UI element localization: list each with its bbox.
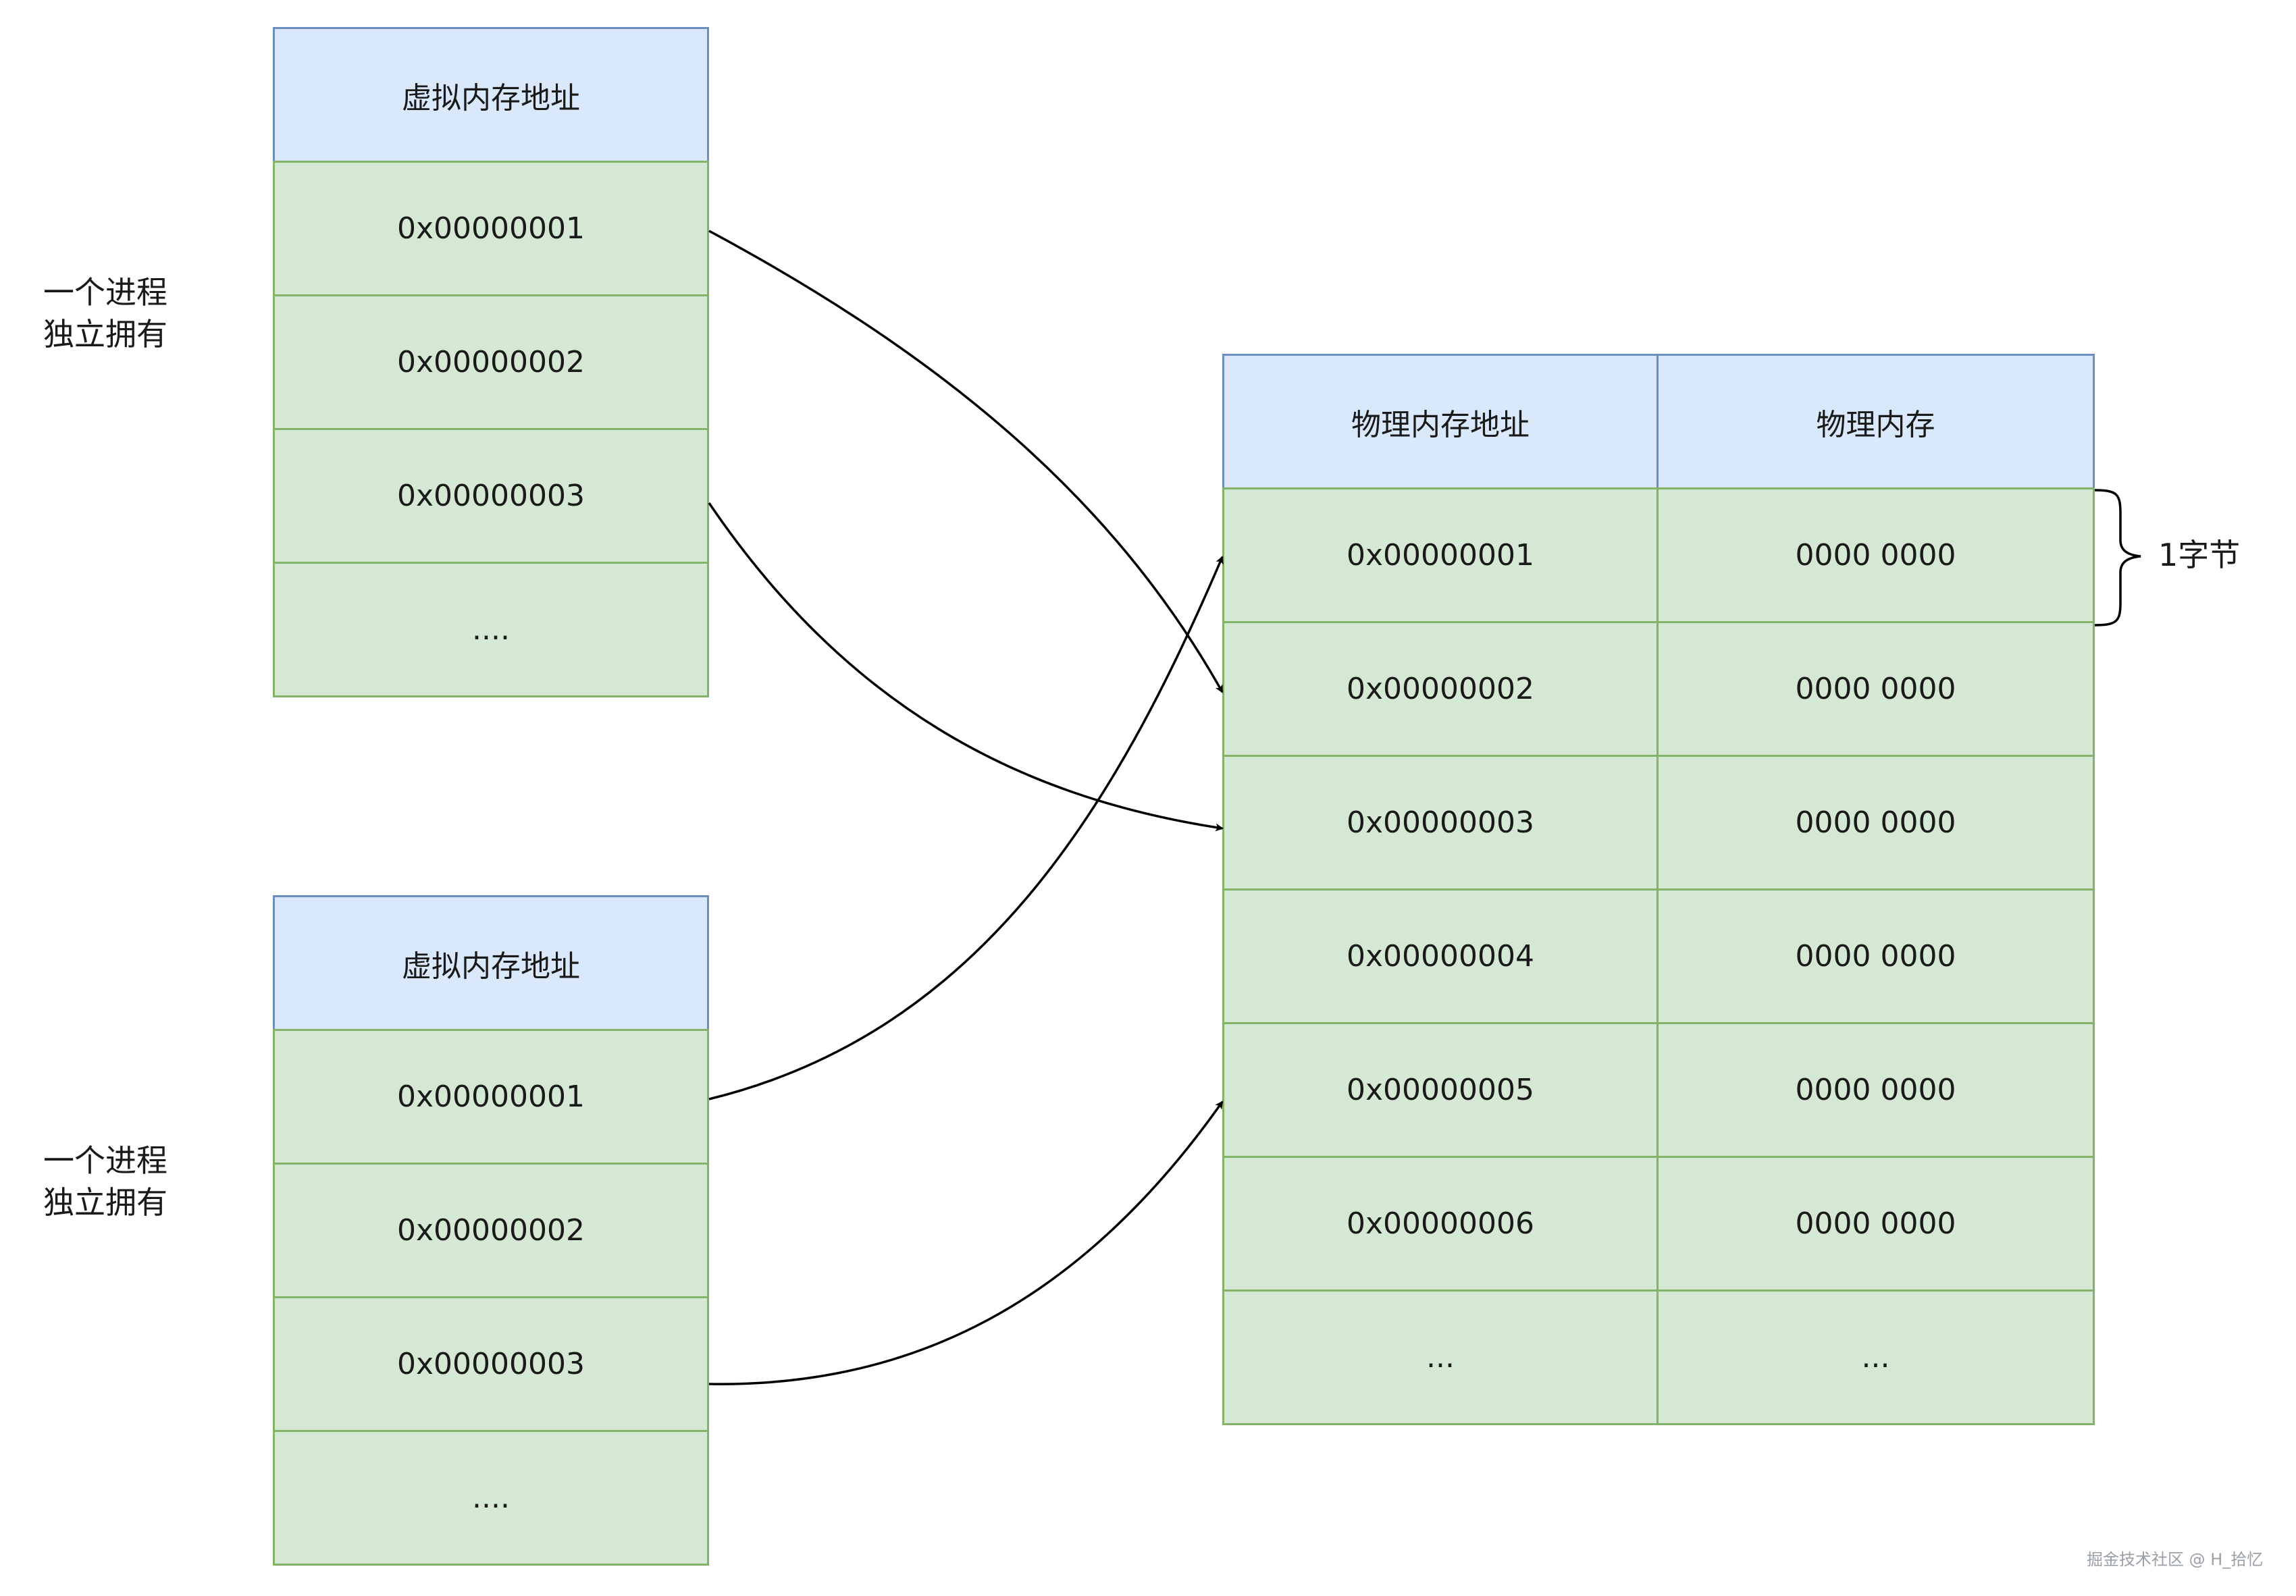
virtual-table-header: 虚拟内存地址 [273,895,709,1031]
physical-memory-cell: 0000 0000 [1656,487,2095,623]
mapping-arrow [708,230,1224,693]
physical-memory-table: 物理内存地址 物理内存 0x00000001 0000 0000 0x00000… [1222,354,2095,1425]
physical-address-cell: 0x00000001 [1222,487,1659,623]
physical-address-cell: 0x00000005 [1222,1022,1659,1158]
physical-memory-cell-ellipsis: ... [1656,1289,2095,1425]
physical-address-cell: 0x00000003 [1222,755,1659,890]
virtual-address-row-ellipsis: .... [273,1430,709,1566]
physical-memory-cell: 0000 0000 [1656,888,2095,1024]
physical-address-cell: 0x00000002 [1222,621,1659,757]
watermark: 掘金技术社区 @ H_拾忆 [2087,1550,2264,1569]
mapping-arrow [708,502,1224,832]
process-label-bottom: 一个进程 独立拥有 [43,1142,167,1221]
mapping-arrow [708,556,1224,1100]
physical-memory-cell: 0000 0000 [1656,755,2095,890]
process-label-top: 一个进程 独立拥有 [43,274,167,352]
physical-memory-cell: 0000 0000 [1656,621,2095,757]
virtual-address-row: 0x00000001 [273,161,709,296]
byte-size-label: 1字节 [2158,537,2241,573]
physical-address-cell: 0x00000006 [1222,1156,1659,1292]
virtual-memory-table-bottom: 虚拟内存地址 0x00000001 0x00000002 0x00000003 … [273,895,709,1566]
mapping-arrow [708,1100,1224,1385]
virtual-address-row-ellipsis: .... [273,562,709,697]
physical-address-header: 物理内存地址 [1222,354,1659,489]
virtual-address-row: 0x00000002 [273,1163,709,1298]
virtual-memory-table-top: 虚拟内存地址 0x00000001 0x00000002 0x00000003 … [273,27,709,697]
physical-memory-header: 物理内存 [1656,354,2095,489]
virtual-address-row: 0x00000001 [273,1029,709,1165]
physical-memory-cell: 0000 0000 [1656,1022,2095,1158]
virtual-table-header: 虚拟内存地址 [273,27,709,163]
physical-memory-cell: 0000 0000 [1656,1156,2095,1292]
byte-brace [2094,489,2141,627]
physical-address-cell-ellipsis: ... [1222,1289,1659,1425]
